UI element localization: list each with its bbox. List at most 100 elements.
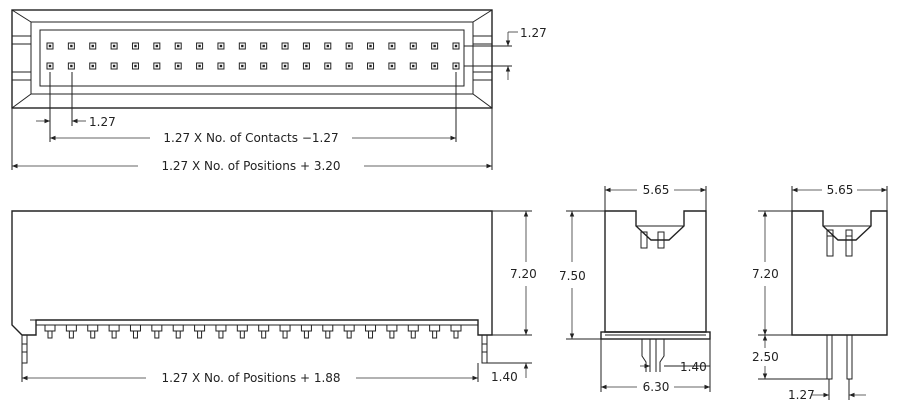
- side-pin: [279, 324, 291, 339]
- contact-square: [46, 42, 54, 50]
- contact-square: [89, 42, 97, 50]
- contact-square: [367, 62, 375, 70]
- side-pin: [407, 324, 419, 339]
- side-pin-label: 1.40: [491, 370, 518, 384]
- contact-dot: [454, 64, 458, 68]
- side-pin: [322, 324, 334, 339]
- side-pin: [172, 324, 184, 339]
- contact-dot: [283, 44, 287, 48]
- end-b-pin-right: [846, 334, 853, 380]
- contact-dot: [48, 64, 52, 68]
- contact-dot: [262, 64, 265, 68]
- contact-square: [89, 62, 97, 70]
- end-view-b: 5.65 7.20 2.50 1.27: [752, 183, 888, 402]
- contact-square: [431, 42, 439, 50]
- contact-dot: [155, 64, 159, 68]
- contact-dot: [454, 44, 458, 48]
- contact-dot: [241, 44, 244, 48]
- contact-square: [174, 42, 182, 50]
- contact-dot: [347, 64, 351, 68]
- top-inner-frame: [30, 21, 474, 95]
- contact-dot: [219, 44, 223, 48]
- end-post-left: [21, 334, 28, 364]
- row-pitch-label: 1.27: [520, 26, 547, 40]
- end-b-body: [791, 210, 888, 336]
- contacts-formula-label: 1.27 X No. of Contacts −1.27: [163, 131, 338, 145]
- contact-square: [110, 62, 118, 70]
- side-height-label: 7.20: [510, 267, 537, 281]
- end-a-body: [604, 210, 707, 333]
- end-a-contact-right: [657, 231, 665, 249]
- contact-dot: [241, 64, 244, 68]
- end-b-pitch-label: 1.27: [788, 388, 815, 402]
- contact-dot: [305, 44, 308, 48]
- contact-square: [153, 42, 161, 50]
- contact-dot: [326, 64, 329, 68]
- top-view: 1.27 1.27 1.27 X No. of Contacts −1.27 1…: [11, 9, 547, 173]
- contact-square: [196, 42, 204, 50]
- contact-dot: [347, 44, 351, 48]
- contact-dot: [91, 44, 94, 48]
- contact-square: [174, 62, 182, 70]
- contact-square: [431, 62, 439, 70]
- end-a-pin-label: 1.40: [680, 360, 707, 374]
- contact-dot: [134, 64, 137, 68]
- contact-dot: [412, 44, 415, 48]
- contact-square: [345, 42, 353, 50]
- end-b-pin-length-label: 2.50: [752, 350, 779, 364]
- contact-square: [409, 42, 417, 50]
- contact-dot: [305, 64, 308, 68]
- contact-dot: [412, 64, 415, 68]
- side-pin: [44, 324, 56, 339]
- contact-square: [281, 42, 289, 50]
- contact-dot: [262, 44, 265, 48]
- side-pin: [365, 324, 377, 339]
- contact-square: [110, 42, 118, 50]
- contact-square: [324, 62, 332, 70]
- end-a-height-label: 7.50: [559, 269, 586, 283]
- latch-notch-left-top: [11, 35, 32, 45]
- side-pin: [236, 324, 248, 339]
- column-pitch-label: 1.27: [89, 115, 116, 129]
- contact-square: [196, 62, 204, 70]
- contact-square: [260, 62, 268, 70]
- contact-dot: [91, 64, 94, 68]
- contact-square: [131, 42, 139, 50]
- end-a-contact-left: [640, 231, 648, 249]
- side-pin: [258, 324, 270, 339]
- contact-dot: [112, 44, 116, 48]
- side-pin: [108, 324, 120, 339]
- contact-square: [324, 42, 332, 50]
- end-b-height-label: 7.20: [752, 267, 779, 281]
- length-formula-label: 1.27 X No. of Positions + 1.88: [161, 371, 340, 385]
- contact-dot: [283, 64, 287, 68]
- end-post-right: [481, 334, 488, 364]
- contact-square: [452, 62, 460, 70]
- end-a-base-label: 6.30: [643, 380, 670, 394]
- positions-formula-label: 1.27 X No. of Positions + 3.20: [161, 159, 340, 173]
- end-b-pin-left: [826, 334, 833, 380]
- side-view: 7.20 1.40 1.27 X No. of Positions + 1.88: [11, 210, 537, 385]
- top-outer-frame: [11, 9, 493, 109]
- contact-square: [153, 62, 161, 70]
- contact-dot: [134, 44, 137, 48]
- contact-square: [238, 42, 246, 50]
- contact-square: [46, 62, 54, 70]
- contact-dot: [112, 64, 116, 68]
- contact-dot: [48, 44, 52, 48]
- contact-dot: [390, 64, 394, 68]
- contact-dot: [70, 64, 73, 68]
- side-pin: [87, 324, 99, 339]
- side-pin: [129, 324, 141, 339]
- contact-square: [302, 42, 310, 50]
- latch-notch-left-bottom: [11, 71, 32, 81]
- contact-square: [409, 62, 417, 70]
- contact-dot: [433, 64, 436, 68]
- side-pin-row: [44, 324, 462, 339]
- contact-square: [452, 42, 460, 50]
- end-b-contact-left: [826, 229, 834, 257]
- contact-square: [217, 42, 225, 50]
- side-pin: [450, 324, 462, 339]
- end-a-width-label: 5.65: [643, 183, 670, 197]
- latch-notch-right-bottom: [472, 71, 493, 81]
